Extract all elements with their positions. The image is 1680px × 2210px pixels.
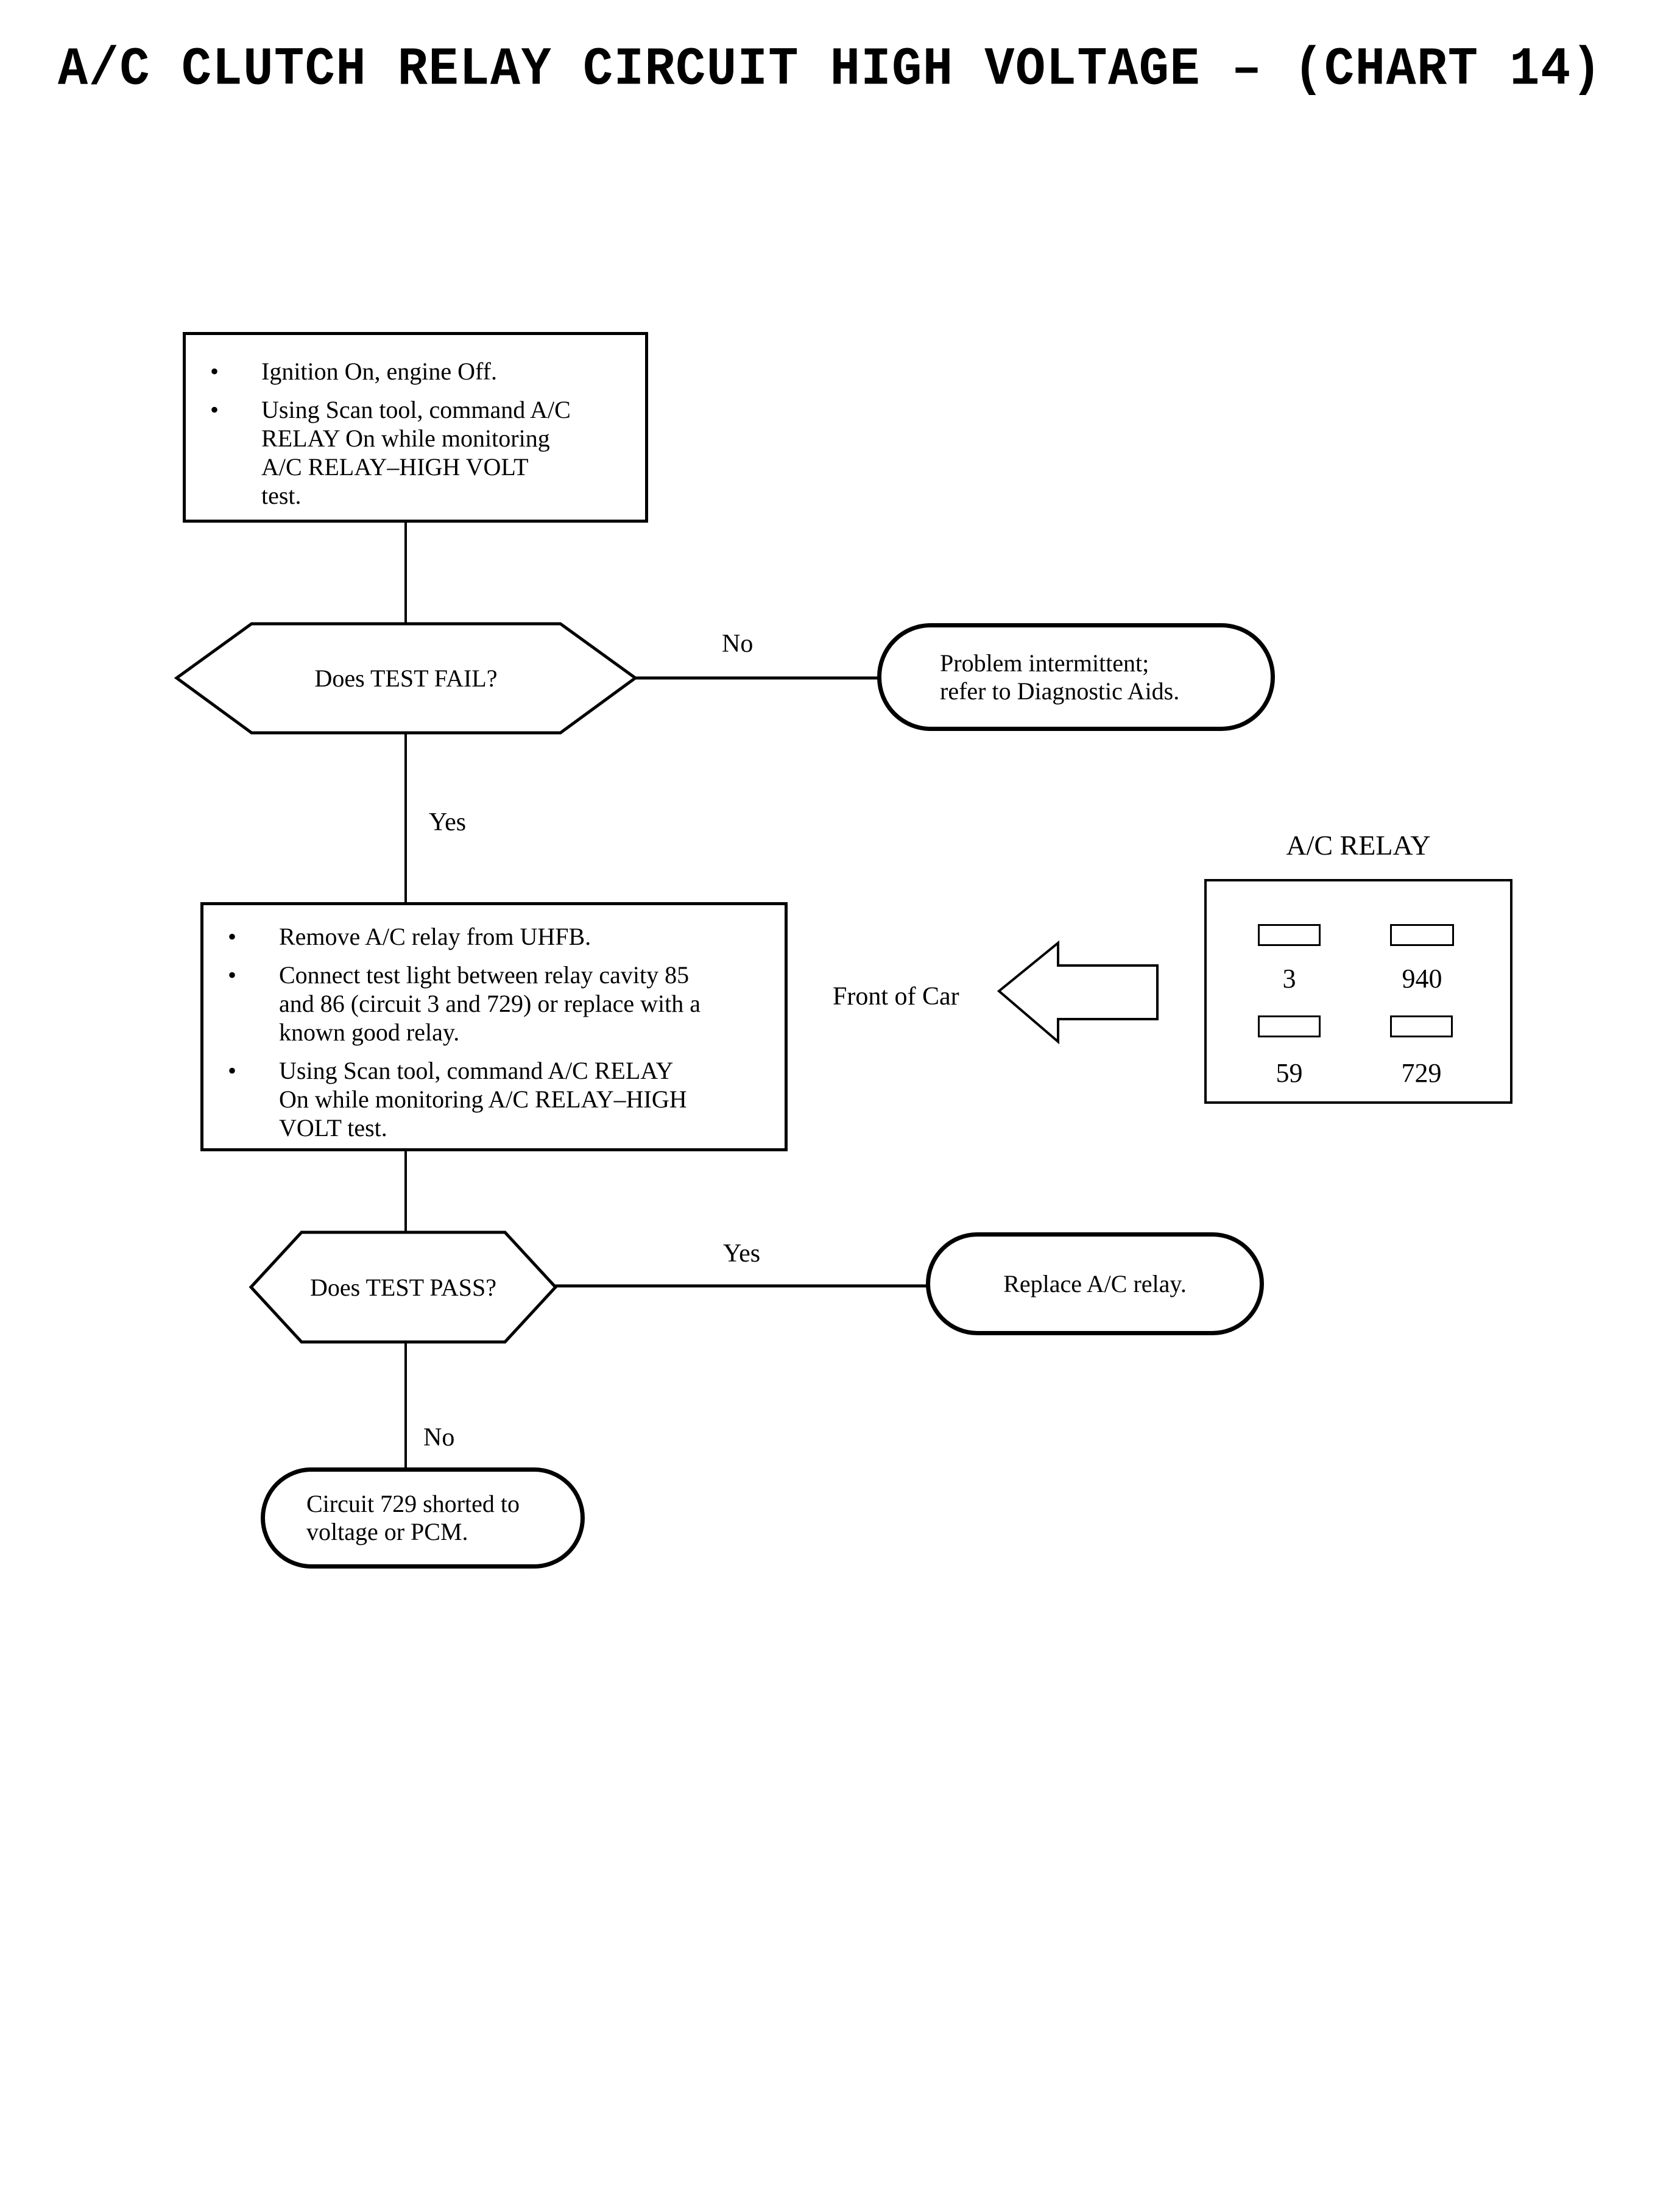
step1-box: • Ignition On, engine Off. • Using Scan … <box>183 332 648 523</box>
front-of-car-arrow-icon <box>997 940 1159 1045</box>
bullet-icon: • <box>228 961 237 989</box>
step2-box: • Remove A/C relay from UHFB. • Connect … <box>200 902 788 1151</box>
relay-pin-label-3: 3 <box>1282 963 1296 994</box>
list-item: • Remove A/C relay from UHFB. <box>228 922 772 951</box>
relay-pin-label-940: 940 <box>1402 963 1442 994</box>
step2-bullet-list: • Remove A/C relay from UHFB. • Connect … <box>228 922 772 1142</box>
decision1-no-edge-label: No <box>722 630 754 658</box>
bullet-icon: • <box>210 396 219 423</box>
relay-pin-slot-59 <box>1258 1015 1321 1037</box>
decision2-hexagon <box>249 1230 558 1344</box>
terminal2-line1: Replace A/C relay. <box>1003 1269 1187 1297</box>
list-item: • Ignition On, engine Off. <box>210 357 633 386</box>
step1-bullet-2-line2: RELAY On while monitoring <box>261 425 550 452</box>
relay-pin-label-729: 729 <box>1401 1057 1442 1088</box>
terminal3-line1: Circuit 729 shorted to <box>306 1490 520 1517</box>
bullet-icon: • <box>210 358 219 385</box>
step1-bullet-2-line4: test. <box>261 482 302 509</box>
relay-pin-slot-940 <box>1390 924 1454 946</box>
terminal-problem-intermittent: Problem intermittent; refer to Diagnosti… <box>877 623 1275 731</box>
decision1-hexagon <box>174 622 638 735</box>
terminal1-line1: Problem intermittent; <box>940 649 1149 677</box>
terminal-circuit-729-shorted: Circuit 729 shorted to voltage or PCM. <box>261 1467 585 1569</box>
decision2-label: Does TEST PASS? <box>309 1273 496 1301</box>
bullet-icon: • <box>228 1057 237 1084</box>
step2-bullet-2-line3: known good relay. <box>279 1019 460 1046</box>
list-item: • Using Scan tool, command A/C RELAY On … <box>210 395 633 510</box>
step1-bullet-2-line1: Using Scan tool, command A/C <box>261 396 571 423</box>
list-item: • Connect test light between relay cavit… <box>228 961 772 1047</box>
step1-bullet-list: • Ignition On, engine Off. • Using Scan … <box>210 357 633 510</box>
relay-outline-box <box>1204 879 1512 1104</box>
bullet-icon: • <box>228 923 237 950</box>
relay-pin-label-59: 59 <box>1276 1057 1303 1088</box>
decision2-no-edge-label: No <box>423 1424 455 1452</box>
step2-bullet-3-line1: Using Scan tool, command A/C RELAY <box>279 1057 674 1084</box>
decision1-label: Does TEST FAIL? <box>314 665 498 692</box>
relay-pin-slot-3 <box>1258 924 1321 946</box>
terminal1-line2: refer to Diagnostic Aids. <box>940 677 1180 705</box>
step2-bullet-2-line1: Connect test light between relay cavity … <box>279 961 690 989</box>
step2-bullet-3-line3: VOLT test. <box>279 1114 387 1142</box>
terminal-replace-relay: Replace A/C relay. <box>926 1232 1264 1335</box>
step1-bullet-1: Ignition On, engine Off. <box>261 358 497 385</box>
relay-pin-slot-729 <box>1390 1015 1453 1037</box>
list-item: • Using Scan tool, command A/C RELAY On … <box>228 1056 772 1142</box>
terminal3-line2: voltage or PCM. <box>306 1518 468 1545</box>
decision1-yes-edge-label: Yes <box>429 808 467 836</box>
step2-bullet-1: Remove A/C relay from UHFB. <box>279 923 591 950</box>
relay-diagram-title: A/C RELAY <box>1286 829 1431 861</box>
step2-bullet-2-line2: and 86 (circuit 3 and 729) or replace wi… <box>279 990 701 1017</box>
step1-bullet-2-line3: A/C RELAY–HIGH VOLT <box>261 453 529 481</box>
step2-bullet-3-line2: On while monitoring A/C RELAY–HIGH <box>279 1086 687 1113</box>
page-title: A/C CLUTCH RELAY CIRCUIT HIGH VOLTAGE – … <box>58 39 1603 101</box>
decision2-yes-edge-label: Yes <box>723 1240 761 1268</box>
front-of-car-label: Front of Car <box>833 983 959 1011</box>
